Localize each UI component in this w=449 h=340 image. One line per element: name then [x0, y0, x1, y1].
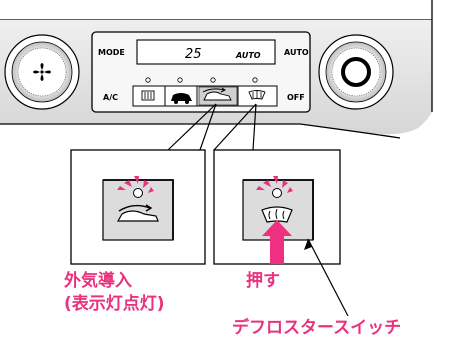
front-defroster-icon	[261, 206, 293, 223]
off-button[interactable]: OFF	[287, 93, 305, 102]
display-temperature: 25	[185, 47, 202, 62]
auto-button[interactable]: AUTO	[284, 48, 309, 57]
indicator-light	[252, 77, 258, 83]
indicator-on-label: (表示灯点灯)	[64, 293, 165, 314]
defroster-switch-label: デフロスタースイッチ	[232, 317, 401, 338]
temperature-knob[interactable]	[318, 34, 394, 110]
switch-leader-line	[307, 238, 349, 317]
defroster-callout	[213, 149, 341, 265]
outside-air-label: 外気導入	[64, 270, 132, 291]
indicator-glow	[117, 176, 154, 193]
outside-air-icon	[116, 204, 159, 222]
indicator-light	[145, 77, 151, 83]
fan-speed-knob[interactable]	[4, 34, 80, 110]
indicator-light	[177, 77, 183, 83]
lcd-display	[136, 39, 276, 65]
outside-air-icon[interactable]	[198, 86, 238, 106]
press-label: 押す	[246, 270, 280, 291]
indicator-light	[210, 77, 216, 83]
rear-defroster-icon[interactable]	[141, 90, 155, 101]
control-unit: 25 AUTO MODE AUTO A/C OFF	[91, 31, 311, 113]
display-auto: AUTO	[235, 51, 261, 60]
indicator-glow	[256, 176, 293, 193]
mode-button[interactable]: MODE	[98, 48, 125, 57]
fan-icon	[33, 63, 51, 81]
ac-button[interactable]: A/C	[103, 93, 118, 102]
outside-air-callout	[70, 149, 206, 265]
leader-lines	[167, 103, 257, 151]
recirculation-icon[interactable]	[171, 93, 192, 104]
press-arrow	[262, 220, 292, 264]
front-defroster-icon[interactable]	[248, 90, 266, 100]
